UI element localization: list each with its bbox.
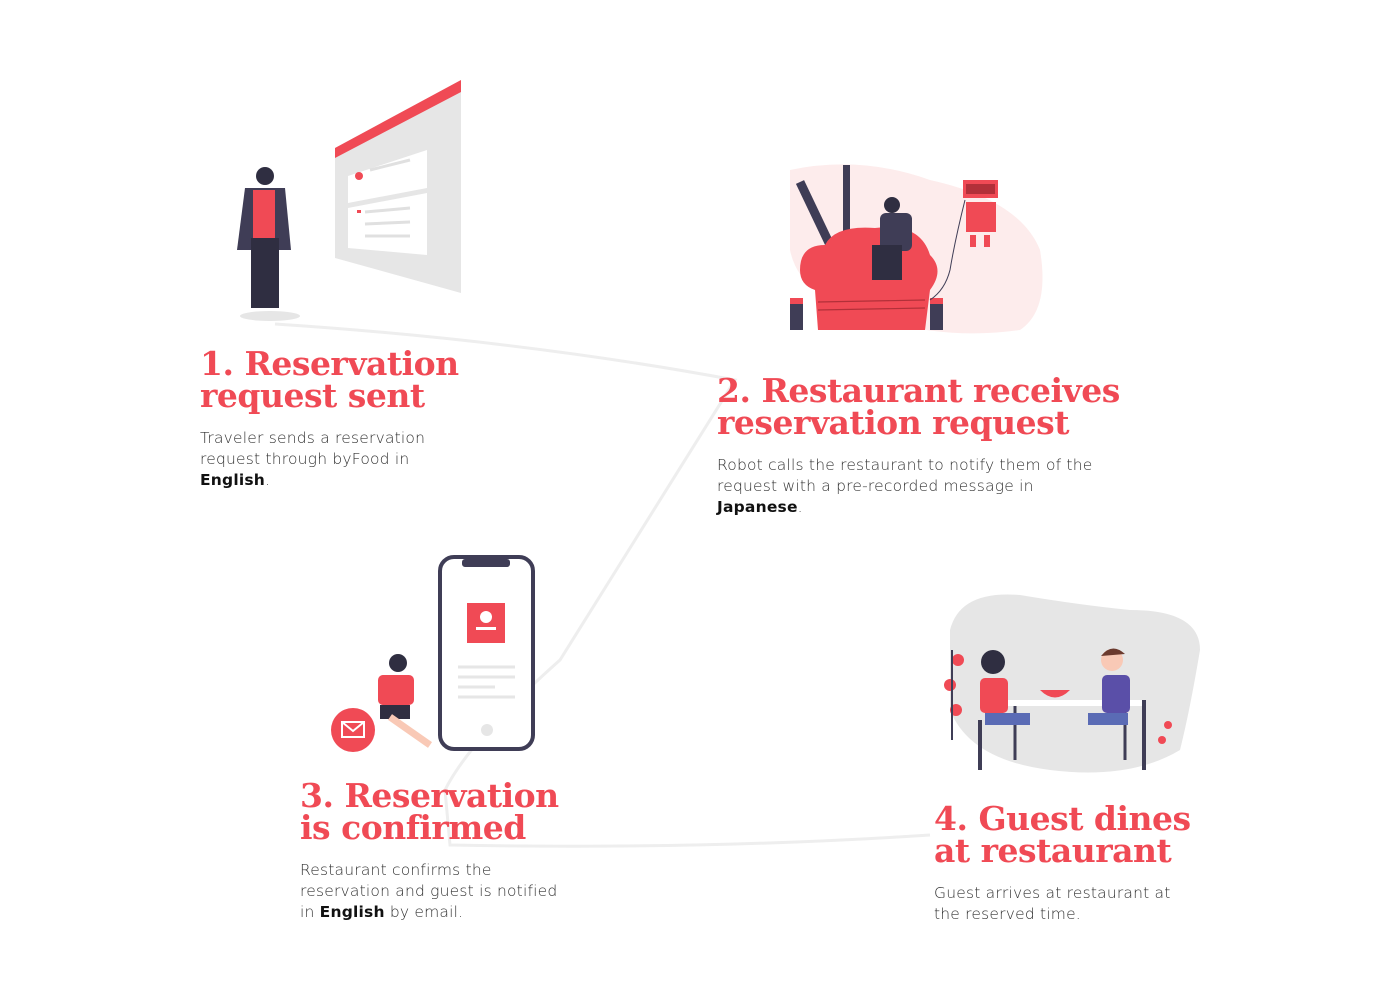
couple-dining-illustration [944,594,1200,773]
phone-email-illustration [331,555,535,752]
step-3-description: Restaurant confirms the reservation and … [300,861,558,921]
step-1-description: Traveler sends a reservation request thr… [200,429,426,489]
step-4-description: Guest arrives at restaurant at the reser… [934,884,1171,923]
chef-hat-robot-illustration [790,164,1043,334]
woman-web-page-illustration [237,80,461,321]
step-2-description: Robot calls the restaurant to notify the… [717,456,1093,516]
